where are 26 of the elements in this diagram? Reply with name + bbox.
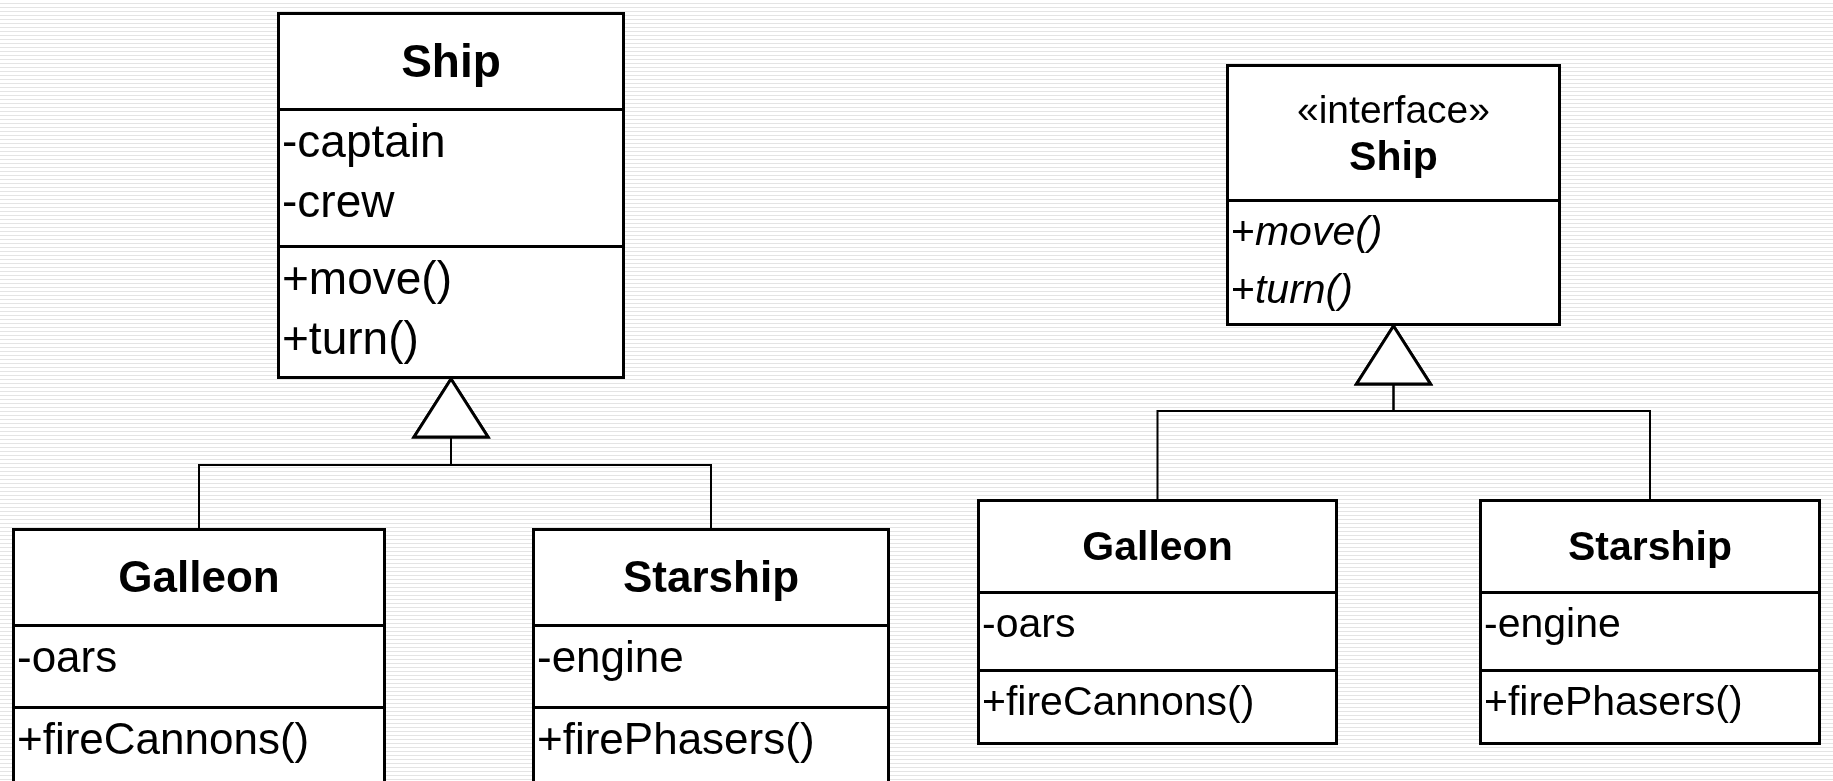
stereotype-label: «interface» xyxy=(1297,86,1490,133)
method-list: +fireCannons() xyxy=(15,709,310,769)
class-name: Starship xyxy=(1567,522,1732,571)
method-list: +firePhasers() xyxy=(1482,672,1743,730)
class-box xyxy=(277,12,625,379)
method-list: +move() +turn() xyxy=(1229,202,1383,318)
class-name: Ship xyxy=(401,35,501,88)
class-box xyxy=(1226,64,1561,326)
method-list: +fireCannons() xyxy=(980,672,1255,730)
method-list: +firePhasers() xyxy=(535,709,815,769)
attribute-list: -captain -crew xyxy=(280,111,446,231)
method-list: +move() +turn() xyxy=(280,248,452,368)
class-name: Galleon xyxy=(118,552,280,603)
class-name: Ship xyxy=(1349,133,1438,181)
attribute-list: -engine xyxy=(1482,594,1621,652)
generalization-arrow xyxy=(412,377,712,529)
class-box xyxy=(1479,499,1821,745)
class-box xyxy=(977,499,1338,745)
attribute-list: -engine xyxy=(535,627,684,687)
class-name: Galleon xyxy=(1082,522,1233,571)
class-box xyxy=(532,528,890,781)
class-name: Starship xyxy=(622,552,799,603)
attribute-list: -oars xyxy=(15,627,118,687)
generalization-arrow xyxy=(1355,324,1651,500)
attribute-list: -oars xyxy=(980,594,1076,652)
class-box xyxy=(12,528,386,781)
